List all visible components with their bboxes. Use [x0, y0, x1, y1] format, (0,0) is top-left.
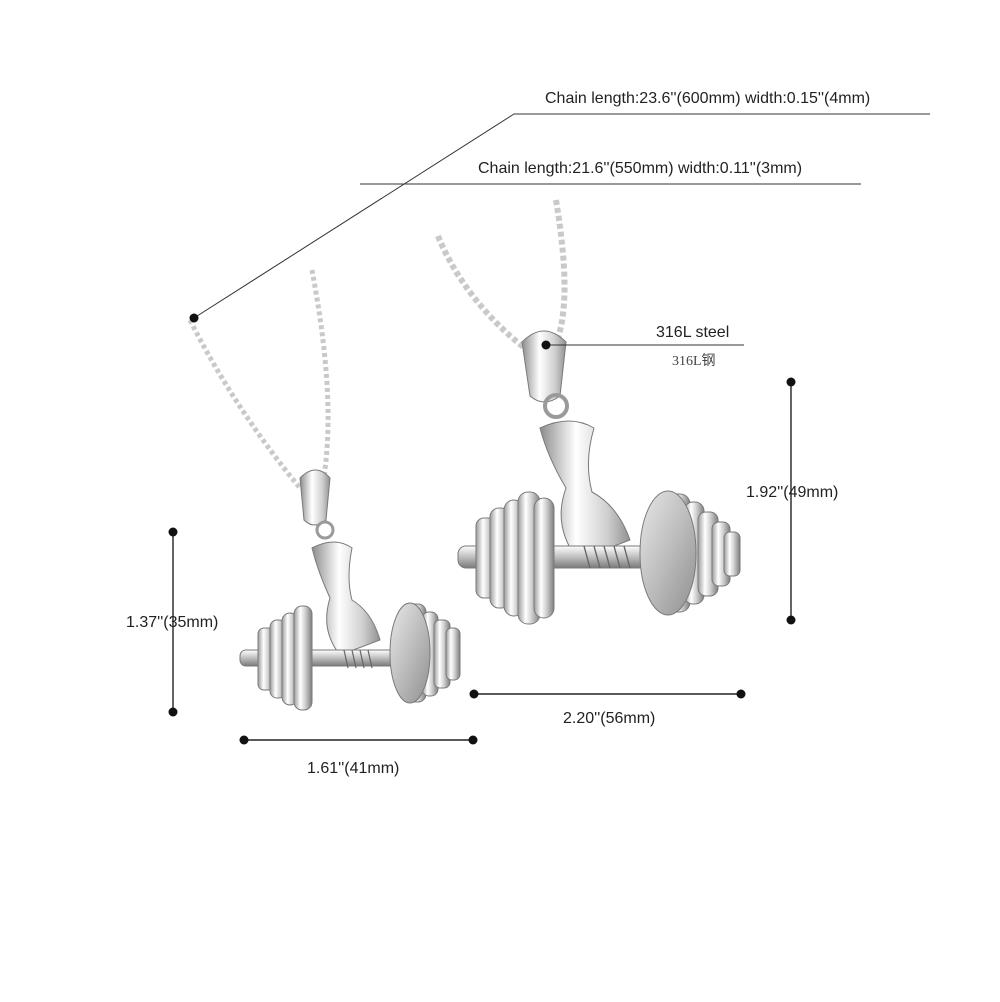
small-left-plates [257, 605, 313, 711]
large-right-plates [639, 490, 741, 616]
callout-lines [189, 113, 930, 350]
large-chain [435, 199, 568, 355]
small-arm [311, 541, 381, 656]
small-pendant [187, 269, 461, 711]
small-grip [343, 649, 373, 669]
chain-small-label: Chain length:21.6''(550mm) width:0.11''(… [478, 160, 803, 177]
small-bail [299, 469, 331, 526]
small-right-plates [389, 602, 461, 704]
large-pendant [435, 199, 741, 625]
small-height-label: 1.37''(35mm) [126, 614, 219, 631]
callout-line-chain-large [193, 113, 930, 319]
material-label-en: 316L steel [656, 324, 730, 341]
material-label-cn: 316L钢 [672, 354, 716, 369]
large-grip [583, 545, 631, 569]
dimension-lines [168, 377, 796, 745]
large-arm [539, 420, 631, 561]
small-chain [187, 269, 331, 490]
large-left-plates [475, 491, 555, 625]
small-width-label: 1.61''(41mm) [307, 760, 400, 777]
large-width-label: 2.20''(56mm) [563, 710, 656, 727]
chain-large-label: Chain length:23.6''(600mm) width:0.15''(… [545, 90, 871, 107]
large-height-label: 1.92''(49mm) [746, 484, 839, 501]
